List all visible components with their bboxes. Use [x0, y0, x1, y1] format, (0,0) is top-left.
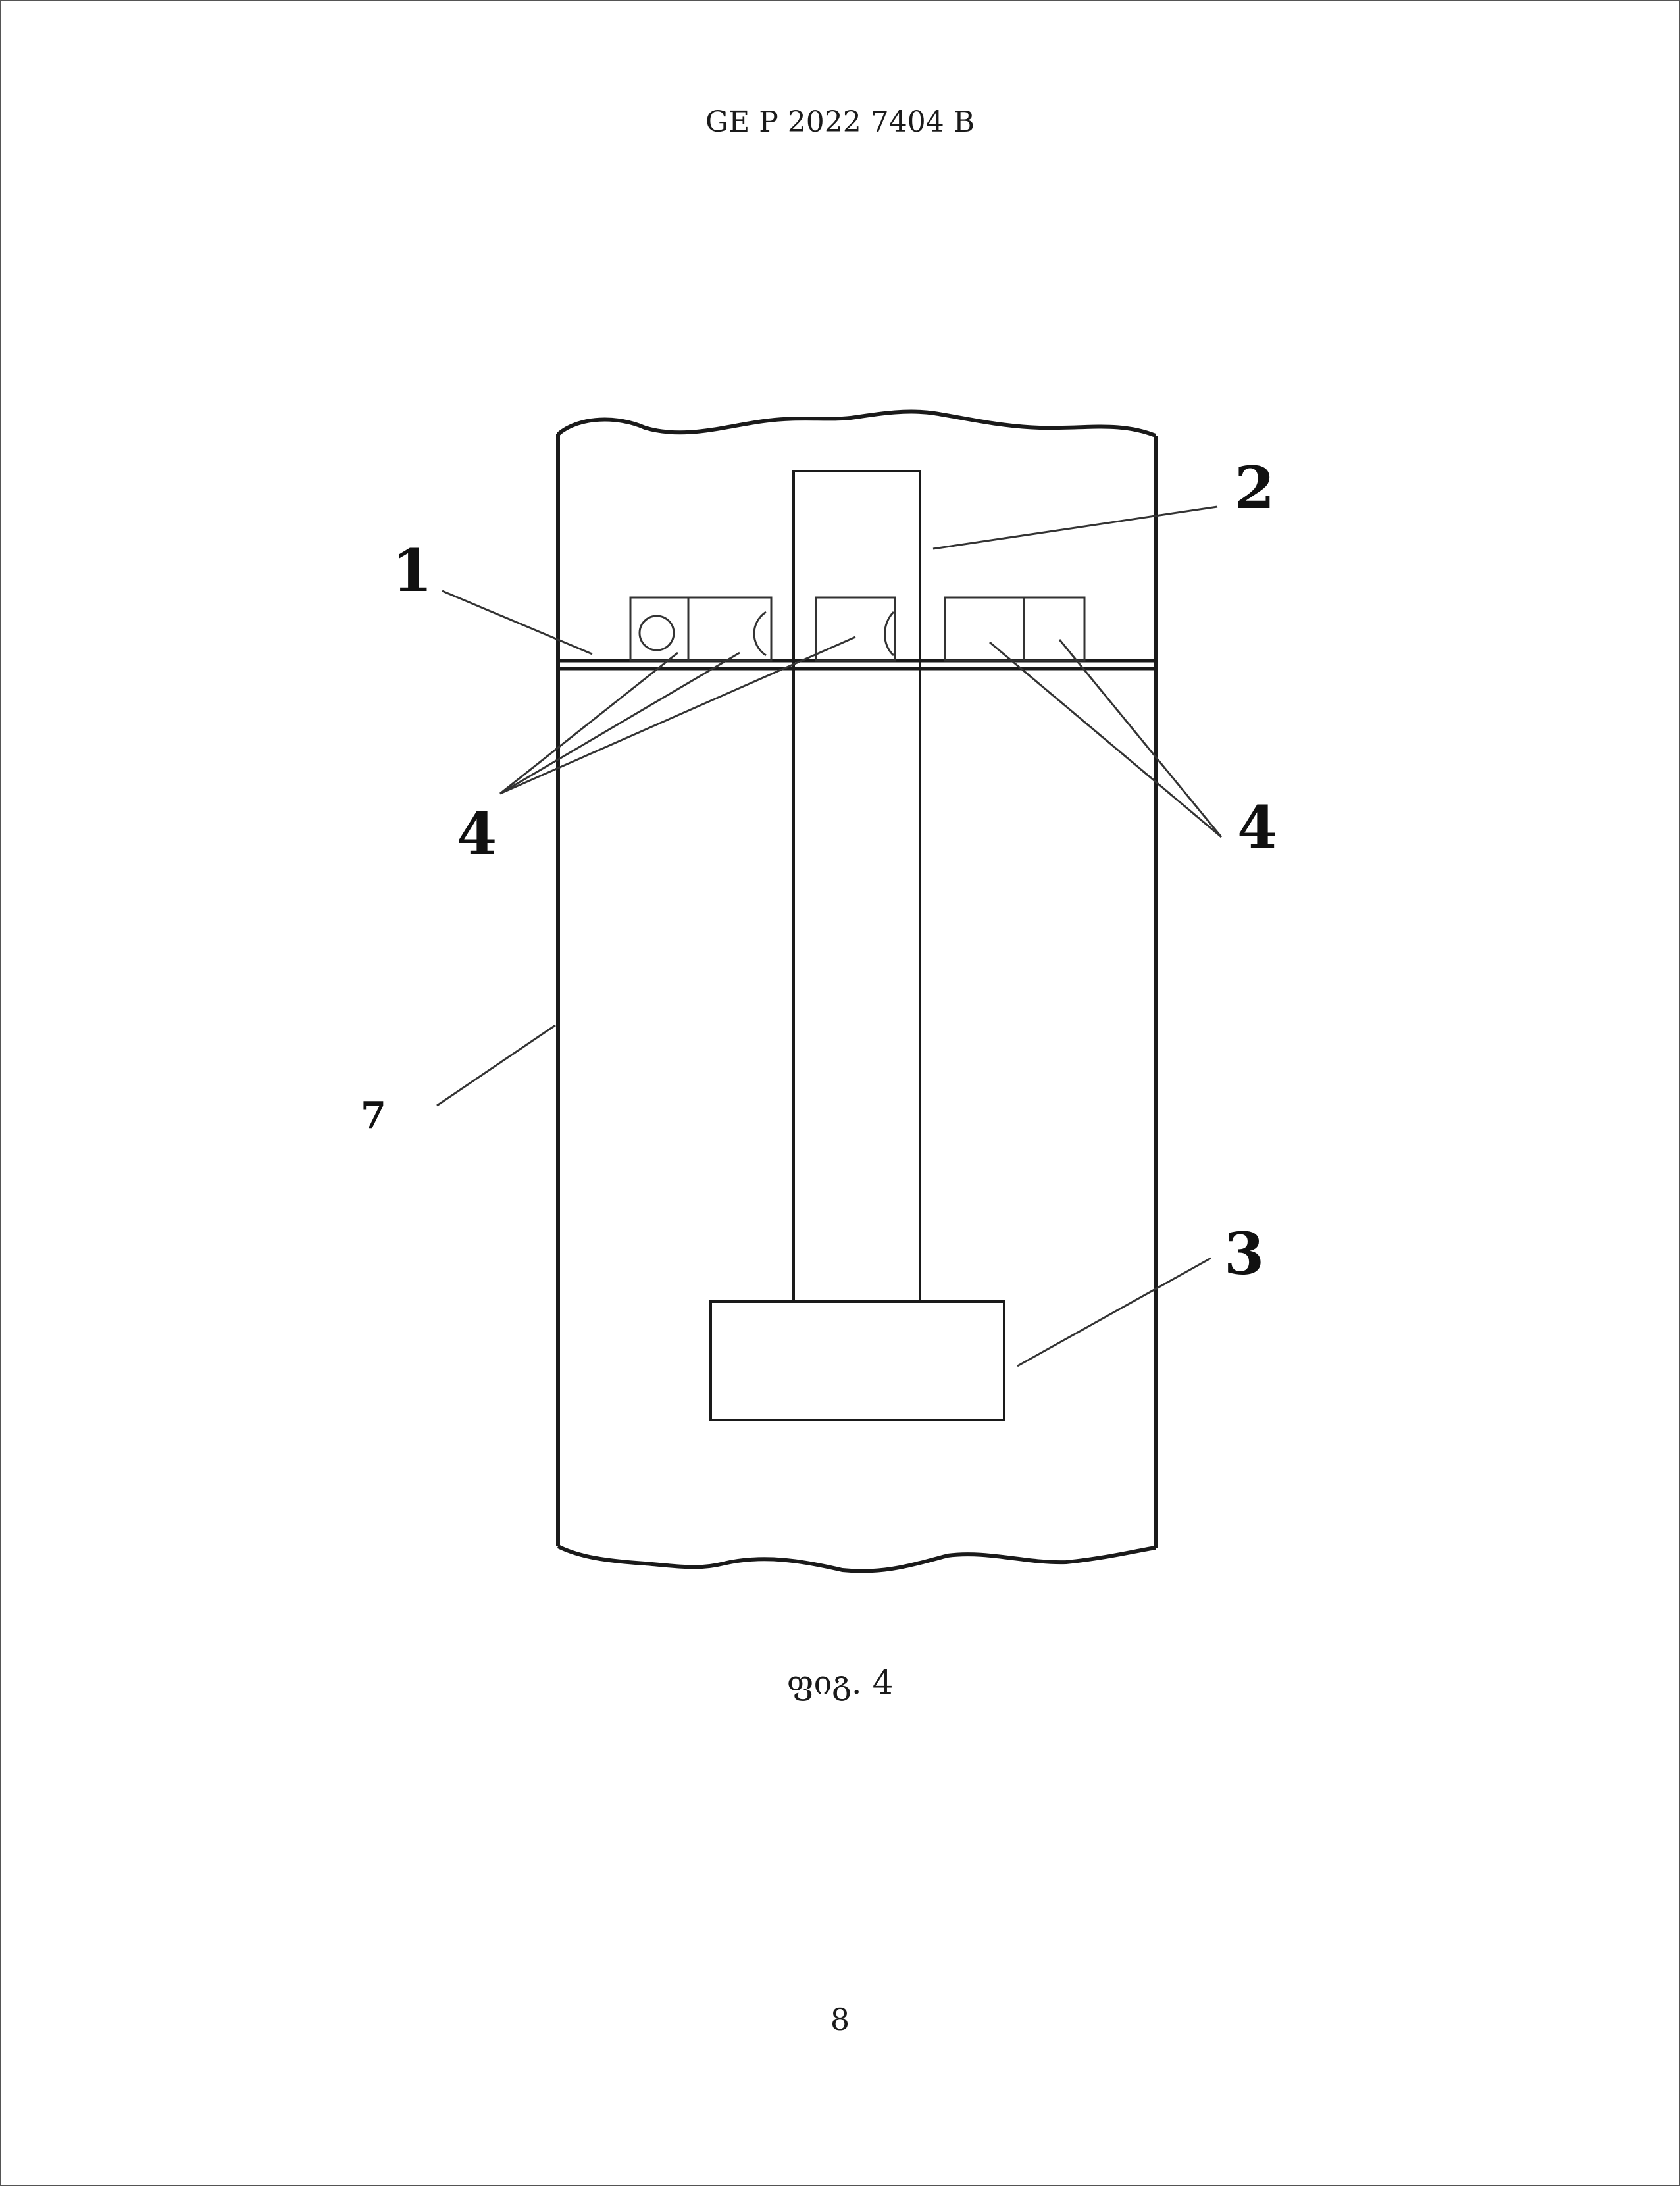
leader-4-left-b	[499, 651, 740, 795]
ref-label-1: 1	[392, 536, 432, 605]
ref-label-4-right: 4	[1237, 793, 1277, 861]
ref-label-7: 7	[361, 1094, 386, 1137]
leader-1	[442, 590, 593, 655]
leader-4-right-b	[1058, 639, 1223, 838]
page-number: 8	[830, 2002, 850, 2037]
housing-bottom-break-line	[557, 1544, 1156, 1573]
leader-3	[1017, 1257, 1211, 1367]
block-center-arc	[884, 611, 895, 657]
horizontal-plate	[558, 659, 1156, 671]
document-id: GE P 2022 7404 B	[705, 105, 975, 139]
housing-wall	[556, 409, 1158, 1573]
figure-caption: ფიგ. 4	[786, 1664, 894, 1702]
block-right-outer	[944, 596, 1086, 662]
leader-4-left-a	[499, 651, 678, 795]
ref-label-4-left: 4	[457, 800, 497, 868]
plate-blocks	[629, 596, 1086, 662]
block-left-circle	[638, 615, 675, 651]
leader-7	[436, 1024, 556, 1107]
leader-lines	[436, 505, 1223, 1367]
leader-2	[932, 505, 1218, 550]
housing-top-break-line	[557, 409, 1157, 438]
shaft-body	[792, 470, 921, 1303]
leader-4-right-a	[989, 641, 1222, 838]
ref-label-3: 3	[1224, 1219, 1264, 1288]
bottom-block-body	[709, 1300, 1005, 1421]
ref-label-2: 2	[1235, 453, 1275, 522]
vertical-shaft	[792, 470, 921, 1303]
bottom-block	[709, 1300, 1005, 1421]
block-left-arc	[753, 611, 767, 657]
block-left-outer	[629, 596, 773, 662]
leader-4-left-c	[499, 636, 856, 795]
block-center	[815, 596, 896, 662]
